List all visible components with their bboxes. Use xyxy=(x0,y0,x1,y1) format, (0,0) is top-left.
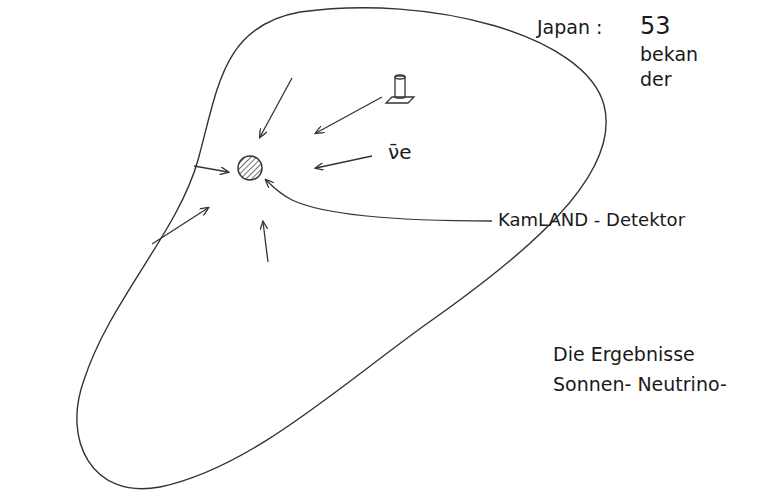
particle-symbol: ν̄e xyxy=(388,140,411,164)
leader-arrow xyxy=(266,180,492,221)
detector-label: KamLAND - Detektor xyxy=(498,209,685,231)
heading-text: Japan : xyxy=(537,16,602,39)
island-outline xyxy=(77,8,606,489)
detector-circle xyxy=(238,156,262,180)
neutrino-arrows xyxy=(152,78,382,262)
number-text: 53 xyxy=(640,12,671,41)
note-text: Die Ergebnisse xyxy=(553,343,695,366)
note-text: Sonnen- Neutrino- xyxy=(553,373,727,396)
note-text: bekan xyxy=(640,43,698,66)
note-text: der xyxy=(640,68,672,91)
reactor-icon xyxy=(386,75,414,103)
